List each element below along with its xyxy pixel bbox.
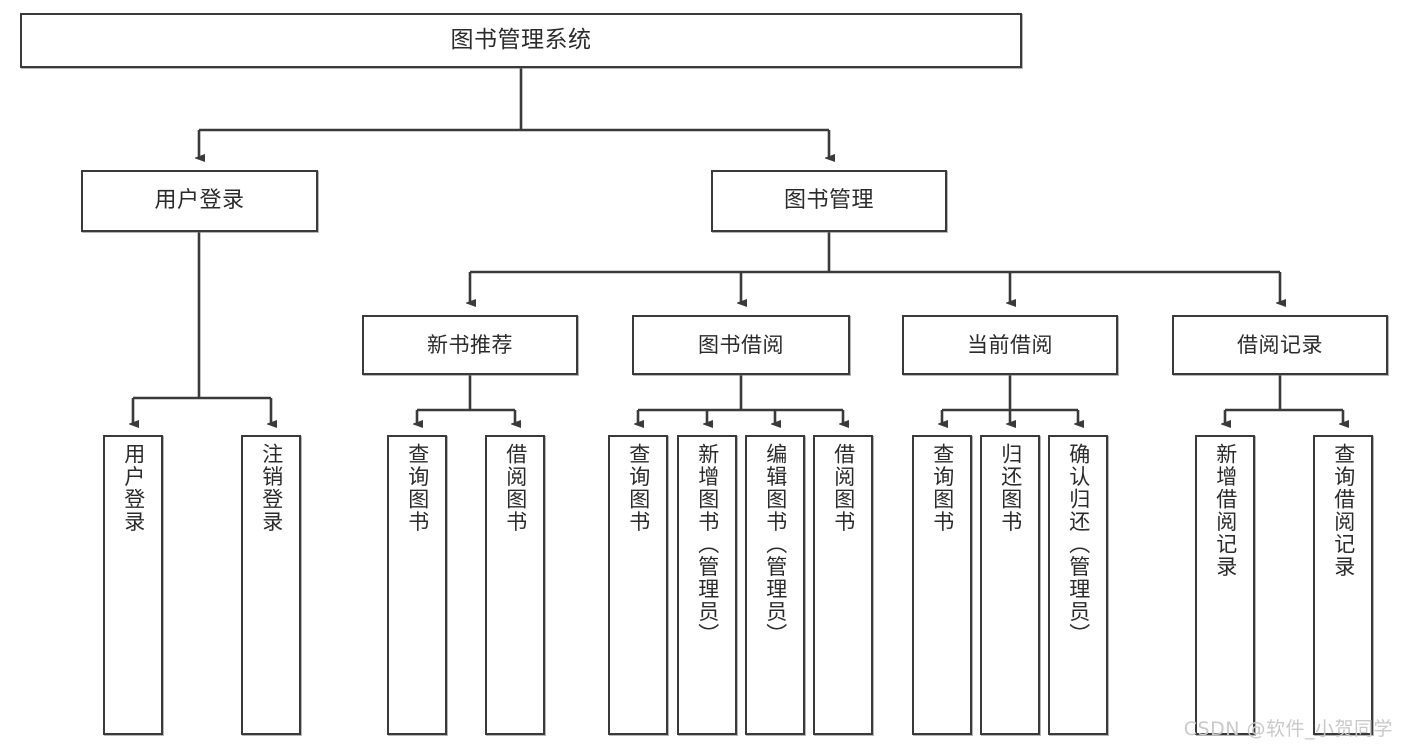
node-label: 新增图书（管理员） xyxy=(695,443,720,646)
node-label: 新增借阅记录 xyxy=(1213,443,1238,578)
leaf-query-book-current[interactable]: 查询图书 xyxy=(912,435,972,735)
node-label: 查询借阅记录 xyxy=(1331,443,1356,578)
node-label: 借阅图书 xyxy=(503,443,528,533)
node-label: 当前借阅 xyxy=(967,332,1053,357)
node-label: 图书管理 xyxy=(783,188,874,214)
node-label: 图书借阅 xyxy=(698,332,784,357)
node-label: 查询图书 xyxy=(405,443,430,533)
node-borrow-records[interactable]: 借阅记录 xyxy=(1172,315,1388,375)
leaf-query-book-new[interactable]: 查询图书 xyxy=(387,435,447,735)
leaf-add-borrow-record[interactable]: 新增借阅记录 xyxy=(1195,435,1255,735)
node-label: 用户登录 xyxy=(121,443,146,533)
node-label: 图书管理系统 xyxy=(450,26,592,53)
node-label: 用户登录 xyxy=(154,188,245,214)
node-label: 查询图书 xyxy=(626,443,651,533)
csdn-watermark: CSDN @软件_小贺同学 xyxy=(1183,718,1393,740)
node-label: 借阅图书 xyxy=(831,443,856,533)
leaf-query-book-borrow[interactable]: 查询图书 xyxy=(608,435,668,735)
node-user-login[interactable]: 用户登录 xyxy=(81,170,318,232)
leaf-user-logout[interactable]: 注销登录 xyxy=(241,435,301,735)
node-label: 新书推荐 xyxy=(427,332,513,357)
node-label: 编辑图书（管理员） xyxy=(763,443,788,646)
node-root-system[interactable]: 图书管理系统 xyxy=(20,13,1022,68)
leaf-return-book[interactable]: 归还图书 xyxy=(980,435,1040,735)
node-label: 查询图书 xyxy=(930,443,955,533)
node-label: 借阅记录 xyxy=(1237,332,1323,357)
leaf-add-book-admin[interactable]: 新增图书（管理员） xyxy=(677,435,737,735)
leaf-edit-book-admin[interactable]: 编辑图书（管理员） xyxy=(745,435,805,735)
node-current-borrow[interactable]: 当前借阅 xyxy=(902,315,1118,375)
leaf-user-login[interactable]: 用户登录 xyxy=(103,435,163,735)
node-label: 确认归还（管理员） xyxy=(1066,443,1091,646)
node-new-book-recommend[interactable]: 新书推荐 xyxy=(362,315,578,375)
node-book-management[interactable]: 图书管理 xyxy=(711,170,947,232)
node-label: 注销登录 xyxy=(259,443,284,533)
leaf-borrow-book-new[interactable]: 借阅图书 xyxy=(485,435,545,735)
leaf-confirm-return-admin[interactable]: 确认归还（管理员） xyxy=(1048,435,1108,735)
node-label: 归还图书 xyxy=(998,443,1023,533)
leaf-query-borrow-record[interactable]: 查询借阅记录 xyxy=(1313,435,1373,735)
node-book-borrow[interactable]: 图书借阅 xyxy=(632,315,850,375)
leaf-borrow-book[interactable]: 借阅图书 xyxy=(813,435,873,735)
